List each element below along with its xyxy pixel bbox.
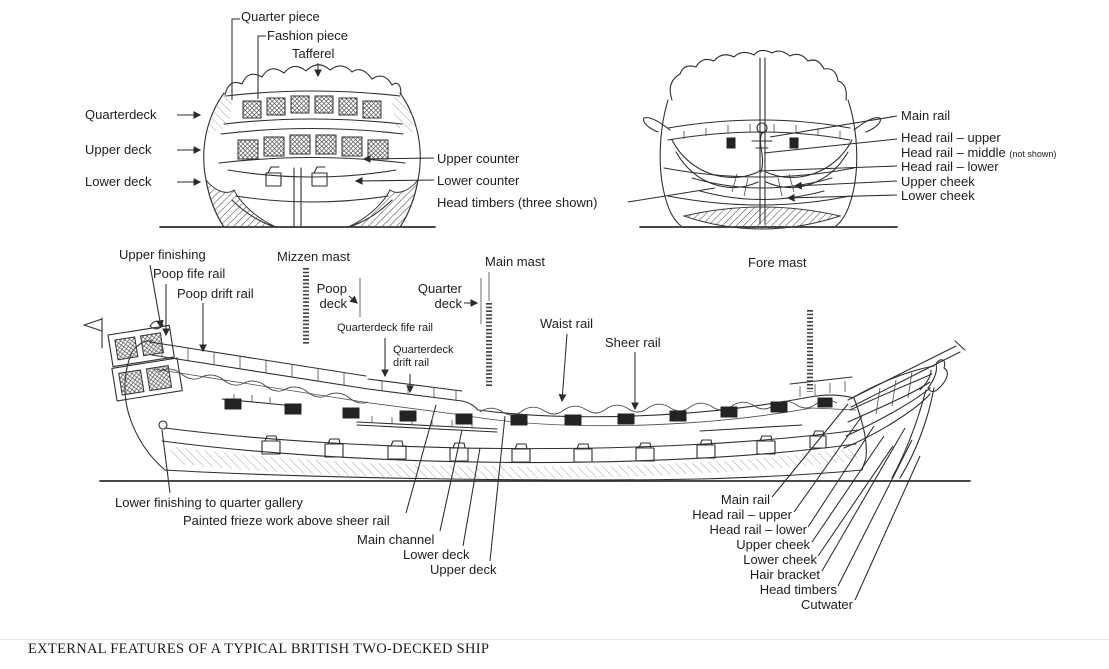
bow-view-drawing — [639, 49, 898, 230]
label-lower-deck: Lower deck — [85, 174, 152, 189]
label-bow-head-rail-middle: Head rail – middle (not shown) — [901, 145, 1057, 161]
label-upper-counter: Upper counter — [437, 151, 520, 166]
label-painted-frieze: Painted frieze work above sheer rail — [183, 513, 390, 528]
page-rule — [0, 639, 1109, 640]
label-quarterdeck-fife-rail: Quarterdeck fife rail — [337, 322, 433, 334]
label-side-head-rail-upper: Head rail – upper — [692, 507, 792, 522]
label-poop-deck: Poop deck — [316, 281, 347, 311]
label-bow-main-rail: Main rail — [901, 108, 951, 123]
label-sheer-rail: Sheer rail — [605, 335, 661, 350]
label-main-mast: Main mast — [485, 254, 545, 269]
label-cutwater: Cutwater — [800, 597, 853, 612]
label-waist-rail: Waist rail — [540, 316, 593, 331]
label-lower-finishing: Lower finishing to quarter gallery — [115, 495, 303, 510]
label-side-upper-cheek: Upper cheek — [736, 537, 810, 552]
label-hair-bracket: Hair bracket — [749, 567, 820, 582]
label-side-lower-deck: Lower deck — [403, 547, 470, 562]
label-bow-head-rail-upper: Head rail – upper — [901, 130, 1001, 145]
label-side-lower-cheek: Lower cheek — [743, 552, 817, 567]
label-fore-mast: Fore mast — [748, 255, 807, 270]
label-bow-upper-cheek: Upper cheek — [901, 174, 975, 189]
label-quarter-deck: Quarter deck — [417, 281, 462, 311]
label-main-channel: Main channel — [357, 532, 435, 547]
label-quarterdeck-drift-rail: Quarterdeck drift rail — [393, 344, 454, 369]
label-fashion-piece: Fashion piece — [267, 28, 348, 43]
upper-deck-gunports — [224, 397, 833, 426]
label-tafferel: Tafferel — [292, 46, 335, 61]
label-head-timbers: Head timbers — [759, 582, 837, 597]
leader-lines — [149, 18, 921, 601]
label-poop-fife-rail: Poop fife rail — [153, 266, 226, 281]
label-bow-lower-cheek: Lower cheek — [901, 188, 975, 203]
label-upper-finishing: Upper finishing — [119, 247, 206, 262]
label-head-timbers-three-shown: Head timbers (three shown) — [437, 195, 598, 210]
label-quarterdeck: Quarterdeck — [85, 107, 157, 122]
lower-deck-gunports — [261, 430, 827, 463]
side-view-drawing — [83, 268, 971, 482]
stern-view-drawing — [159, 64, 436, 228]
label-side-main-rail: Main rail — [720, 492, 770, 507]
label-lower-counter: Lower counter — [437, 173, 520, 188]
diagram-caption: EXTERNAL FEATURES OF A TYPICAL BRITISH T… — [28, 641, 490, 657]
label-side-upper-deck: Upper deck — [430, 562, 497, 577]
head-rail-middle-text: Head rail – middle — [901, 145, 1006, 160]
label-poop-drift-rail: Poop drift rail — [177, 286, 254, 301]
not-shown-note: (not shown) — [1009, 149, 1057, 159]
label-side-head-rail-lower: Head rail – lower — [709, 522, 807, 537]
label-bow-head-rail-lower: Head rail – lower — [901, 159, 999, 174]
label-quarter-piece: Quarter piece — [241, 9, 320, 24]
label-mizzen-mast: Mizzen mast — [277, 249, 350, 264]
label-upper-deck: Upper deck — [85, 142, 152, 157]
